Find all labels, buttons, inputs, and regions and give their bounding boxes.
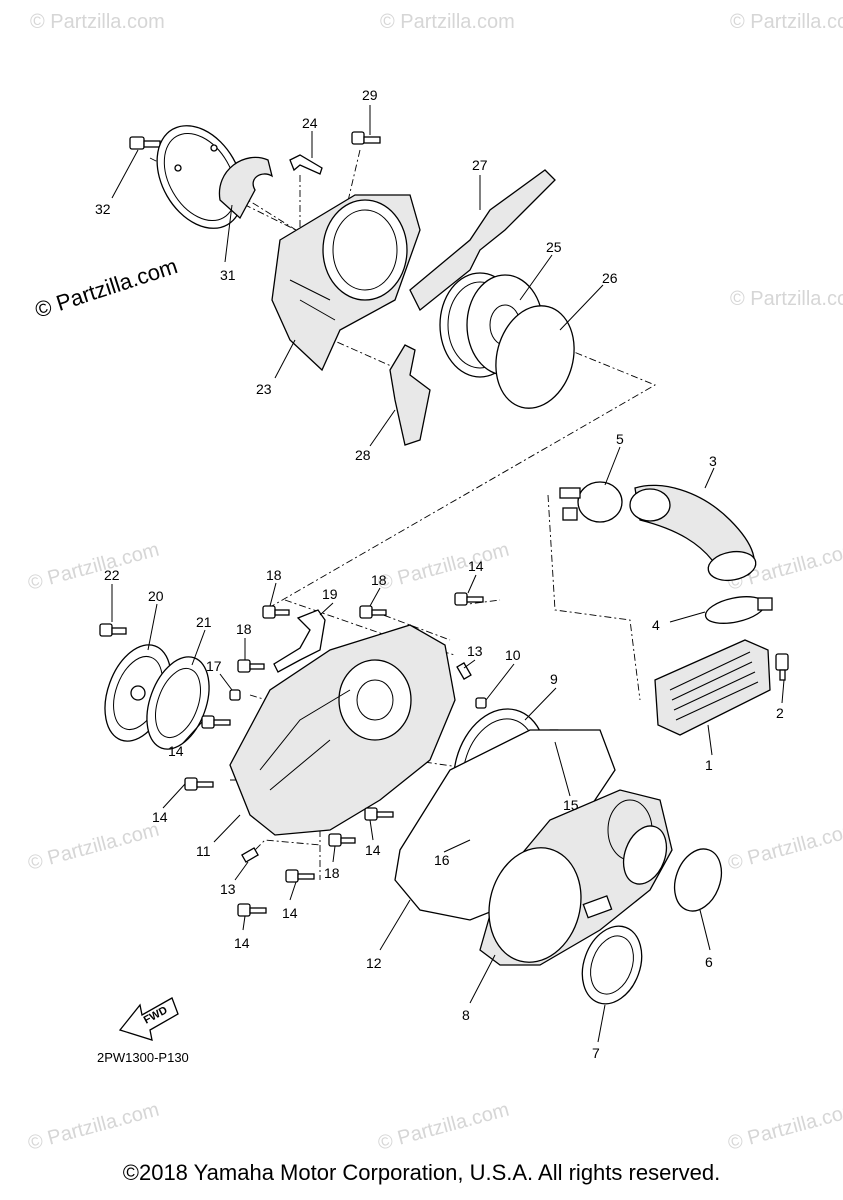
clip-24	[289, 154, 323, 175]
bolt-14	[201, 715, 231, 729]
intake-assembly	[547, 481, 789, 736]
callout-15: 15	[563, 797, 579, 813]
screw-2	[775, 653, 789, 681]
callout-9: 9	[550, 671, 558, 687]
callout-25: 25	[546, 239, 562, 255]
callout-1: 1	[705, 757, 713, 773]
watermark-text: © Partzilla.com	[726, 819, 843, 875]
bolt-17	[229, 689, 241, 701]
callout-27: 27	[472, 157, 488, 173]
bolt-32	[129, 136, 161, 150]
leader-lines	[111, 105, 785, 1043]
callout-24: 24	[302, 115, 318, 131]
callout-18: 18	[236, 621, 252, 637]
callout-2: 2	[776, 705, 784, 721]
callout-4: 4	[652, 617, 660, 633]
callout-5: 5	[616, 431, 624, 447]
callout-21: 21	[196, 614, 212, 630]
callout-32: 32	[95, 201, 111, 217]
bolt-14	[285, 869, 315, 883]
callout-17: 17	[206, 658, 222, 674]
cover-plate	[156, 125, 244, 229]
watermark-layer: © Partzilla.com © Partzilla.com © Partzi…	[26, 11, 843, 1155]
o-ring-6	[673, 848, 723, 912]
damper-31	[218, 156, 274, 220]
bolt-14	[364, 807, 394, 821]
watermark-text: © Partzilla.com	[26, 539, 162, 595]
seal-strip-27	[409, 169, 556, 312]
callout-14: 14	[168, 743, 184, 759]
clamp-4	[704, 596, 773, 624]
intake-filter-1	[654, 639, 771, 736]
cover-plate-7	[581, 925, 643, 1005]
callout-14: 14	[468, 558, 484, 574]
watermark-text: © Partzilla.com	[30, 11, 165, 33]
callout-28: 28	[355, 447, 371, 463]
bracket-19	[273, 609, 326, 673]
outer-cover-8	[479, 789, 673, 966]
callout-14: 14	[365, 842, 381, 858]
bracket-28	[389, 344, 431, 446]
bolt-18	[262, 605, 290, 619]
callout-13: 13	[220, 881, 236, 897]
outer-cover-group	[394, 708, 723, 1005]
callout-14: 14	[152, 809, 168, 825]
callout-19: 19	[322, 586, 338, 602]
callout-3: 3	[709, 453, 717, 469]
left-components	[99, 623, 210, 750]
callout-26: 26	[602, 270, 618, 286]
crankcase-cover-11	[229, 599, 531, 880]
dowel-pin-13	[241, 847, 259, 863]
watermark-text: © Partzilla.com	[376, 1099, 512, 1155]
callout-14: 14	[282, 905, 298, 921]
callout-6: 6	[705, 954, 713, 970]
callout-11: 11	[196, 843, 211, 859]
watermark-text: © Partzilla.com	[376, 539, 512, 595]
callout-29: 29	[362, 87, 378, 103]
bolt-14	[237, 903, 267, 917]
copyright-notice: ©2018 Yamaha Motor Corporation, U.S.A. A…	[122, 1160, 721, 1185]
intake-hose-3	[629, 484, 757, 582]
watermark-text: © Partzilla.com	[26, 1099, 162, 1155]
clamp-5	[559, 481, 623, 523]
callout-7: 7	[592, 1045, 600, 1061]
bolt-14	[454, 592, 484, 606]
upper-assembly	[129, 125, 657, 611]
watermark-text: © Partzilla.com	[26, 819, 162, 875]
bolt-10	[475, 697, 487, 709]
callout-31: 31	[220, 267, 236, 283]
bolt-18	[237, 659, 265, 673]
forward-arrow-icon: FWD	[118, 997, 179, 1041]
callout-10: 10	[505, 647, 521, 663]
callout-22: 22	[104, 567, 120, 583]
callout-14: 14	[234, 935, 250, 951]
bolt-18	[359, 605, 387, 619]
bolt-18	[328, 833, 356, 847]
callout-13: 13	[467, 643, 483, 659]
watermark-text: © Partzilla.com	[32, 253, 181, 323]
o-ring-26	[495, 305, 575, 409]
watermark-text: © Partzilla.com	[380, 11, 515, 33]
callout-20: 20	[148, 588, 164, 604]
callout-23: 23	[256, 381, 272, 397]
diagram-code: 2PW1300-P130	[97, 1050, 189, 1065]
callout-labels: 29 24 27 25 26 32 31 23 28 5 3 4 1 2 22 …	[95, 87, 784, 1061]
air-duct-23	[271, 194, 421, 372]
callout-18: 18	[266, 567, 282, 583]
plate-21	[146, 656, 210, 750]
bolt-14	[184, 777, 214, 791]
watermark-text: © Partzilla.com	[726, 1099, 843, 1155]
callout-18: 18	[324, 865, 340, 881]
callout-16: 16	[434, 852, 450, 868]
callout-8: 8	[462, 1007, 470, 1023]
screw-29	[351, 131, 381, 145]
callout-12: 12	[366, 955, 382, 971]
bolt-22	[99, 623, 127, 637]
dowel-pin-13	[456, 662, 472, 680]
watermark-text: © Partzilla.com	[730, 288, 843, 310]
watermark-text: © Partzilla.com	[730, 11, 843, 33]
callout-18: 18	[371, 572, 387, 588]
